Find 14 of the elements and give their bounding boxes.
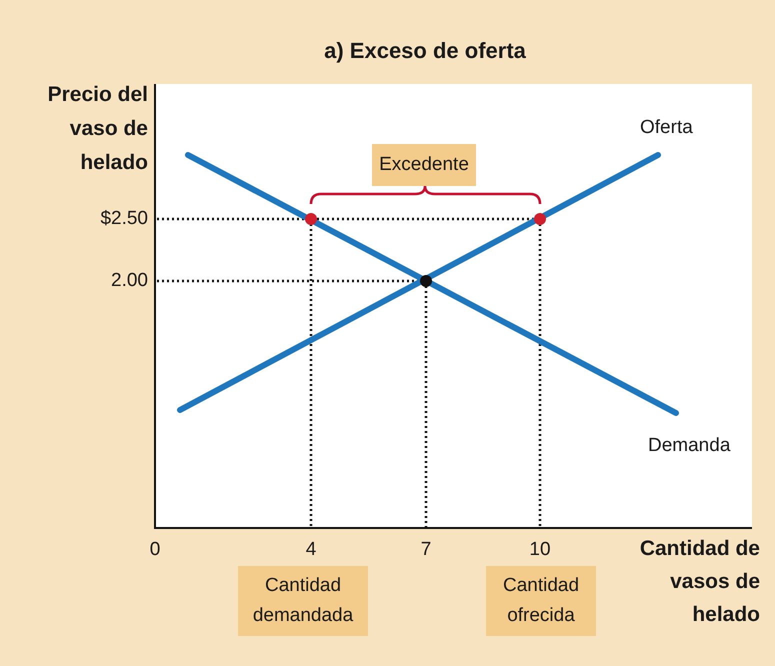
curve-label: Oferta <box>640 116 694 140</box>
tick-label: 4 <box>304 538 318 562</box>
label-box: Cantidad ofrecida <box>486 566 596 636</box>
label-box: Excedente <box>372 144 476 186</box>
tick-label: 10 <box>528 538 552 562</box>
axis-title: Cantidad de vasos de helado <box>638 536 760 628</box>
label-box: Cantidad demandada <box>238 566 368 636</box>
tick-label: $2.50 <box>99 207 148 231</box>
axis-title: Precio del vaso de helado <box>46 82 148 176</box>
tick-label: 2.00 <box>110 269 148 293</box>
chart-title: a) Exceso de oferta <box>323 37 527 65</box>
tick-label: 7 <box>420 538 432 562</box>
curve-label: Demanda <box>648 434 732 458</box>
tick-label: 0 <box>148 538 162 562</box>
